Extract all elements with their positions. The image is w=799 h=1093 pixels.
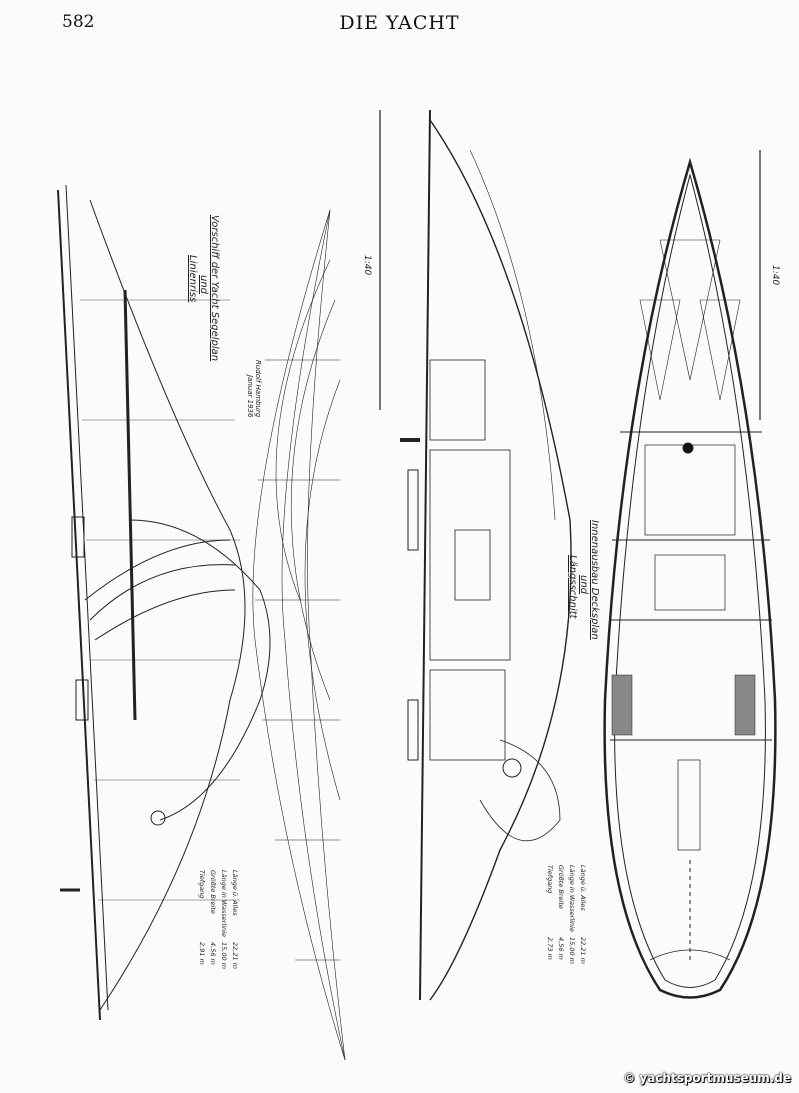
- spec-label: Tiefgang: [198, 870, 206, 899]
- specs-table-right: Länge ü. Alles 22,21 m Länge in Wasserlin…: [544, 865, 588, 964]
- spec-row: Tiefgang 2,91 m: [196, 870, 207, 969]
- lines-plan-drawing: [252, 209, 346, 1061]
- spec-label: Größte Breite: [557, 865, 565, 909]
- page-number: 582: [62, 12, 95, 32]
- spec-row: Länge in Wasserlinie 15,00 m: [566, 865, 577, 964]
- spec-label: Länge in Wasserlinie: [568, 865, 576, 932]
- spec-value: 22,21 m: [231, 942, 239, 970]
- page-title: DIE YACHT: [339, 12, 460, 34]
- spec-value: 15,00 m: [568, 937, 576, 965]
- watermark: © yachtsportmuseum.de: [623, 1071, 791, 1085]
- spec-value: 22,21 m: [579, 937, 587, 965]
- spec-value: 4,56 m: [209, 942, 217, 965]
- caption-line: Längsschnitt: [567, 555, 578, 619]
- caption-line: Linienriss: [187, 255, 198, 303]
- spec-row: Größte Breite 4,56 m: [555, 865, 566, 964]
- spec-label: Größte Breite: [209, 870, 217, 914]
- spec-value: 2,91 m: [198, 942, 206, 965]
- caption-line: Vorschiff der Yacht Segelplan: [209, 215, 220, 362]
- spec-label: Länge ü. Alles: [231, 870, 239, 916]
- spec-label: Länge ü. Alles: [579, 865, 587, 911]
- spec-row: Länge in Wasserlinie 15,00 m: [218, 870, 229, 969]
- section-drawing: [379, 109, 572, 1001]
- designer-note: Rudolf Hamburg Januar 1936: [246, 360, 262, 417]
- note-line: Januar 1936: [246, 375, 254, 418]
- spec-row: Tiefgang 2,73 m: [544, 865, 555, 964]
- specs-table-left: Länge ü. Alles 22,21 m Länge in Wasserlin…: [196, 870, 240, 969]
- spec-row: Länge ü. Alles 22,21 m: [229, 870, 240, 969]
- profile-drawing: [57, 184, 271, 1021]
- spec-row: Länge ü. Alles 22,21 m: [577, 865, 588, 964]
- spec-label: Länge in Wasserlinie: [220, 870, 228, 937]
- scale-label: 1:40: [362, 255, 372, 276]
- scale-label: 1:40: [770, 265, 780, 286]
- spec-label: Tiefgang: [546, 865, 554, 894]
- note-line: Rudolf Hamburg: [254, 360, 262, 418]
- spec-row: Größte Breite 4,56 m: [207, 870, 218, 969]
- spec-value: 15,00 m: [220, 942, 228, 970]
- caption-line: und: [578, 575, 589, 595]
- deck-plan-drawing: [603, 150, 777, 999]
- caption-line: Innenausbau Decksplan: [589, 520, 600, 640]
- spec-value: 2,73 m: [546, 937, 554, 960]
- spec-value: 4,56 m: [557, 937, 565, 960]
- caption-line: und: [198, 275, 209, 295]
- sail-plan-caption: Vorschiff der Yacht Segelplan und Linien…: [187, 215, 220, 361]
- interior-caption: Innenausbau Decksplan und Längsschnitt: [567, 520, 600, 640]
